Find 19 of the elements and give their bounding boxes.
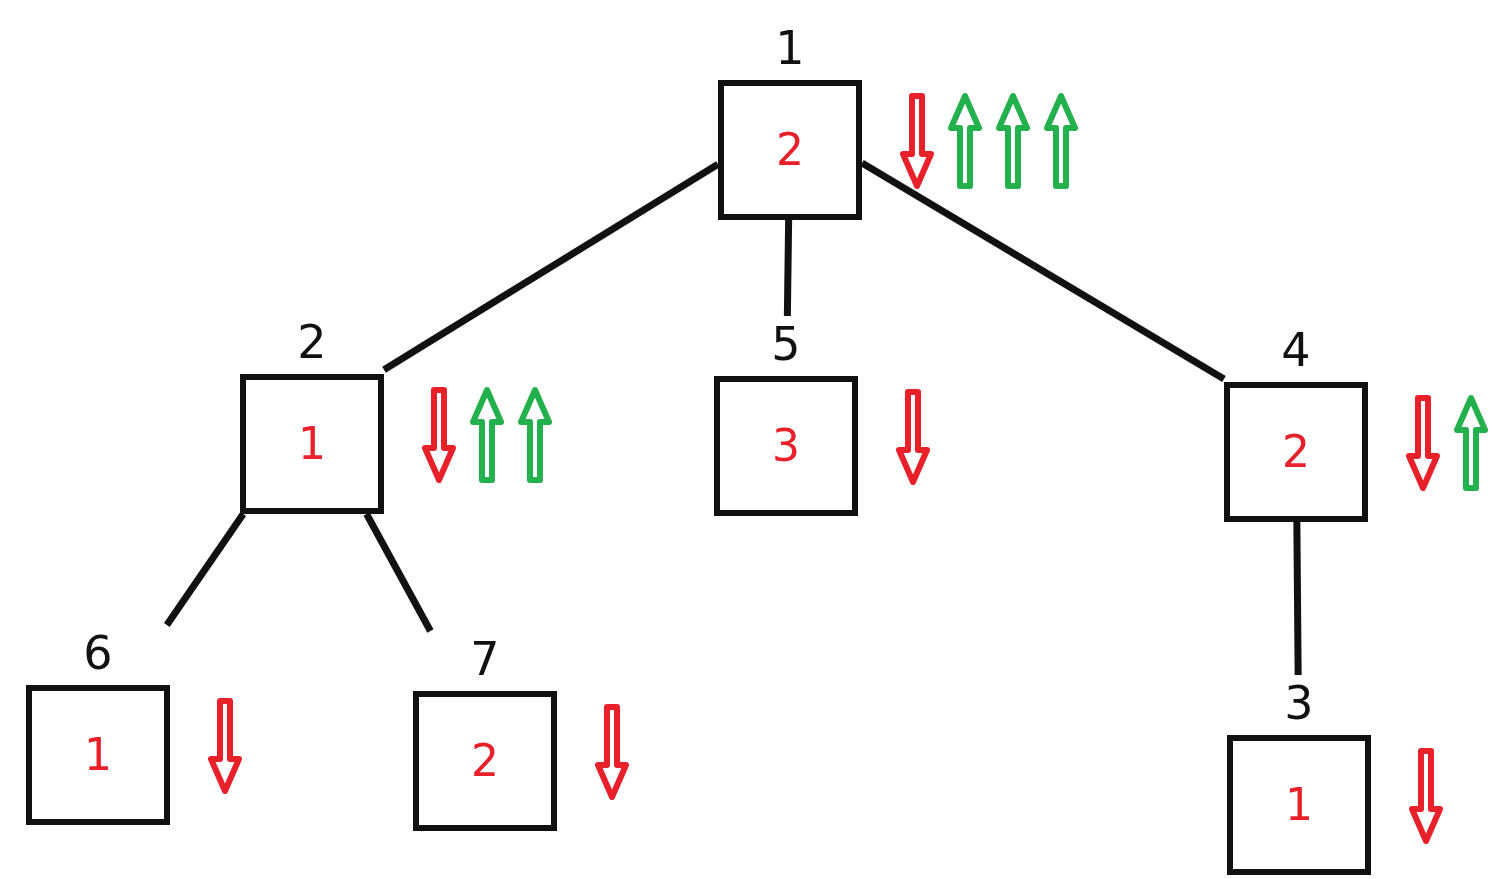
connector-line bbox=[363, 512, 434, 633]
node-number: 6 bbox=[83, 625, 113, 681]
connector-line bbox=[783, 219, 793, 317]
node-number: 2 bbox=[297, 314, 327, 370]
node-number: 4 bbox=[1281, 322, 1311, 378]
node-value: 1 bbox=[298, 419, 326, 469]
node-value: 2 bbox=[776, 125, 804, 175]
node-number: 1 bbox=[775, 20, 805, 76]
node-value: 3 bbox=[772, 421, 800, 471]
node-value: 2 bbox=[1282, 427, 1310, 477]
node-value: 1 bbox=[84, 730, 112, 780]
node-number: 5 bbox=[771, 316, 801, 372]
node-number: 7 bbox=[470, 631, 500, 687]
connector-line bbox=[163, 512, 247, 627]
node-value: 1 bbox=[1285, 780, 1313, 830]
connector-line bbox=[1293, 521, 1302, 676]
connector-line bbox=[382, 161, 720, 373]
node-value: 2 bbox=[471, 736, 499, 786]
node-number: 3 bbox=[1284, 675, 1314, 731]
